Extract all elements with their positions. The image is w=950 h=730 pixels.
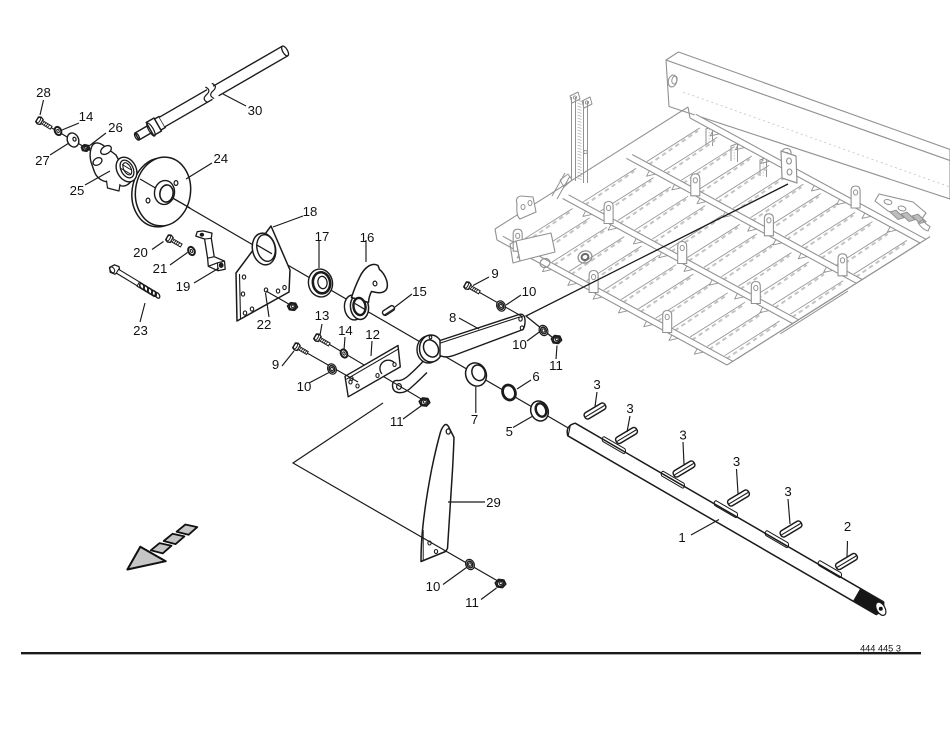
svg-text:12: 12: [365, 327, 380, 342]
svg-text:3: 3: [626, 401, 633, 416]
svg-text:10: 10: [522, 284, 537, 299]
svg-text:26: 26: [108, 120, 123, 135]
svg-text:7: 7: [471, 412, 478, 427]
svg-text:29: 29: [486, 495, 501, 510]
svg-text:3: 3: [679, 428, 686, 443]
svg-text:2: 2: [844, 519, 851, 534]
svg-text:10: 10: [426, 579, 441, 594]
svg-text:13: 13: [315, 308, 330, 323]
svg-text:14: 14: [338, 323, 353, 338]
svg-text:8: 8: [449, 310, 456, 325]
svg-text:16: 16: [360, 230, 375, 245]
svg-text:24: 24: [213, 151, 228, 166]
svg-text:444 445 3: 444 445 3: [860, 644, 901, 654]
svg-text:28: 28: [36, 85, 51, 100]
svg-text:11: 11: [465, 595, 479, 610]
svg-text:3: 3: [593, 377, 600, 392]
svg-text:10: 10: [297, 379, 312, 394]
svg-text:27: 27: [35, 153, 50, 168]
svg-text:9: 9: [491, 266, 498, 281]
svg-text:23: 23: [133, 323, 148, 338]
svg-text:1: 1: [678, 530, 685, 545]
svg-text:10: 10: [512, 337, 527, 352]
svg-text:6: 6: [532, 369, 539, 384]
svg-text:11: 11: [549, 358, 563, 373]
svg-text:30: 30: [248, 103, 263, 118]
svg-text:19: 19: [176, 279, 191, 294]
svg-text:15: 15: [412, 284, 427, 299]
svg-text:25: 25: [70, 183, 85, 198]
svg-text:22: 22: [257, 317, 272, 332]
svg-text:9: 9: [272, 357, 279, 372]
svg-text:14: 14: [79, 109, 94, 124]
svg-text:3: 3: [733, 454, 740, 469]
svg-text:11: 11: [390, 414, 404, 429]
svg-text:3: 3: [784, 484, 791, 499]
svg-text:20: 20: [133, 245, 148, 260]
svg-text:17: 17: [315, 229, 330, 244]
svg-text:21: 21: [153, 261, 168, 276]
svg-text:18: 18: [303, 204, 318, 219]
svg-text:5: 5: [506, 424, 513, 439]
